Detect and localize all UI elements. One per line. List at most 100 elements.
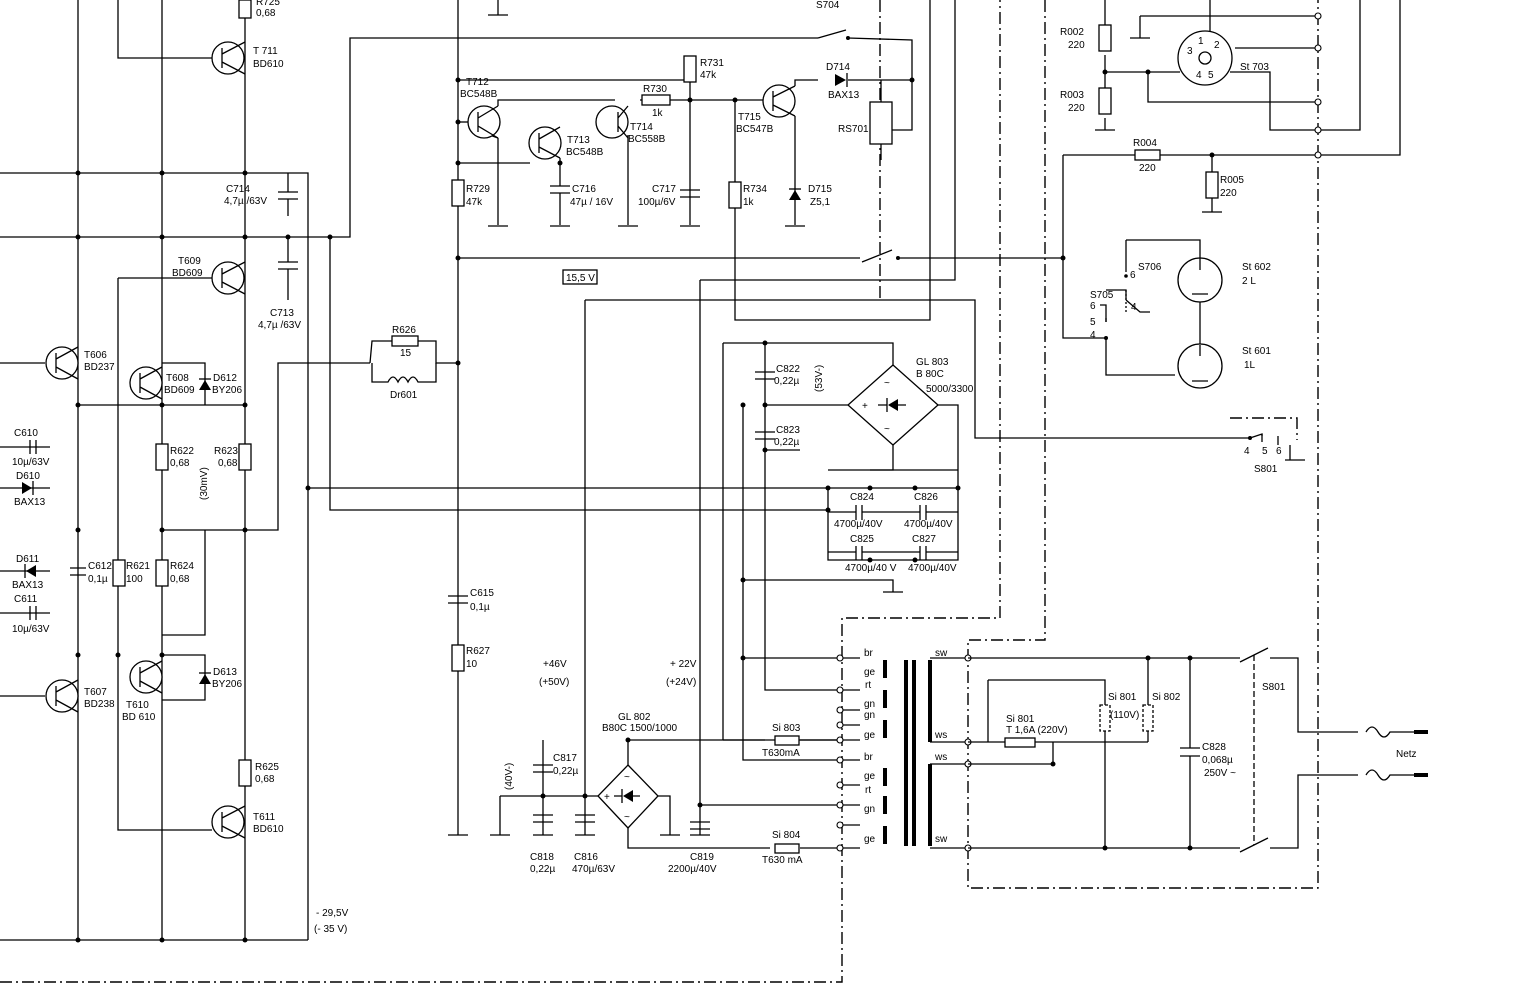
svg-text:C817: C817 [553,753,577,764]
svg-text:0,22µ: 0,22µ [553,766,578,777]
resistor-r002: R002 220 [1060,24,1112,52]
capacitor-c825: C825 4700µ/40 V [845,534,897,574]
capacitor-c713: C713 4,7µ /63V [258,237,301,331]
svg-text:47µ / 16V: 47µ / 16V [570,197,613,208]
svg-text:6: 6 [1130,270,1136,281]
svg-text:220: 220 [1220,188,1237,199]
svg-text:R729: R729 [466,184,490,195]
svg-text:100µ/6V: 100µ/6V [638,197,676,208]
svg-text:5: 5 [1262,446,1268,457]
resistor-r004: R004 220 [1133,138,1161,174]
switch-s801-small: 4 5 6 S801 [1244,433,1305,475]
svg-text:St 602: St 602 [1242,262,1271,273]
svg-text:BD610: BD610 [253,59,284,70]
svg-text:ge: ge [864,834,876,845]
svg-text:R626: R626 [392,325,416,336]
svg-text:0,68: 0,68 [218,458,238,469]
diode-d612: D612 BY206 [199,373,242,396]
resistor-r734: R734 1k [728,181,767,209]
svg-text:C816: C816 [574,852,598,863]
mains-label: Netz [1396,749,1417,760]
svg-text:~: ~ [884,424,890,435]
svg-text:10µ/63V: 10µ/63V [12,457,50,468]
svg-text:T630 mA: T630 mA [762,855,803,866]
svg-text:gn: gn [864,699,875,710]
svg-text:D611: D611 [16,554,40,565]
svg-text:(+24V): (+24V) [666,677,696,688]
svg-text:Netz: Netz [1396,749,1417,760]
svg-text:4,7µ /63V: 4,7µ /63V [258,320,301,331]
svg-text:RS701: RS701 [838,124,869,135]
svg-text:T608: T608 [166,373,189,384]
relay-rs701: RS701 [838,80,893,160]
switch-s704: S704 [816,0,850,40]
svg-text:(40V-): (40V-) [504,763,515,790]
capacitor-c822: C822 0,22µ [755,364,800,387]
svg-text:sw: sw [935,834,948,845]
svg-text:C717: C717 [652,184,676,195]
svg-text:(- 35 V): (- 35 V) [314,924,347,935]
svg-text:C615: C615 [470,588,494,599]
svg-text:D714: D714 [826,62,850,73]
svg-text:T610: T610 [126,700,149,711]
capacitor-c714: C714 4,7µ /63V [224,173,298,216]
resistor-r626: R626 15 [369,325,458,364]
resistor-r731: R731 47k [683,55,724,83]
svg-text:220: 220 [1139,163,1156,174]
svg-text:D613: D613 [213,667,237,678]
svg-text:4: 4 [1090,330,1096,341]
svg-text:+: + [862,401,868,412]
svg-text:47k: 47k [700,70,717,81]
resistor-r624: R624 0,68 [155,559,194,587]
svg-text:ge: ge [864,771,876,782]
junction-dots-protection [455,77,915,366]
svg-text:6: 6 [1276,446,1282,457]
svg-text:+: + [604,792,610,803]
svg-text:+46V: +46V [543,659,567,670]
fuse-si804: Si 804 T630 mA [762,830,803,866]
svg-text:Z5,1: Z5,1 [810,197,830,208]
svg-text:BD609: BD609 [172,268,203,279]
svg-text:T715: T715 [738,112,761,123]
svg-text:BD610: BD610 [253,824,284,835]
svg-text:BAX13: BAX13 [12,580,44,591]
capacitor-c818: C818 0,22µ [530,814,555,875]
socket-st601: St 601 1L [1177,343,1271,389]
svg-text:4700µ/40V: 4700µ/40V [908,563,957,574]
resistor-r730: R730 1k [641,84,671,119]
capacitor-c612: C612 0,1µ [70,561,112,585]
diode-d715: D715 Z5,1 [789,184,832,208]
svg-text:470µ/63V: 470µ/63V [572,864,615,875]
svg-text:R624: R624 [170,561,194,572]
transistor-t609: T609 BD609 [172,256,246,295]
svg-text:C713: C713 [270,308,294,319]
svg-text:C824: C824 [850,492,874,503]
transformer-terminals [836,654,844,852]
bridge-gl802: + ~ ~ GL 802 B80C 1500/1000 [597,712,678,829]
svg-text:B80C 1500/1000: B80C 1500/1000 [602,723,678,734]
svg-text:D612: D612 [213,373,237,384]
capacitor-c823: C823 0,22µ [755,425,800,448]
svg-text:2200µ/40V: 2200µ/40V [668,864,717,875]
svg-text:15,5 V: 15,5 V [566,273,595,284]
svg-text:BC548B: BC548B [460,89,498,100]
resistor-r621: R621 100 [112,559,150,587]
resistor-r003: R003 220 [1060,87,1112,115]
svg-text:C828: C828 [1202,742,1226,753]
svg-text:B 80C: B 80C [916,369,944,380]
svg-text:BD 610: BD 610 [122,712,156,723]
fuse-si801-mid: Si 801 T 1,6A (220V) [1004,714,1068,748]
svg-text:BD609: BD609 [164,385,195,396]
svg-text:Si 801: Si 801 [1006,714,1035,725]
transistor-t715: T715 BC547B [736,84,796,135]
transformer: br ge rt gn gn ge br ge rt gn ge sw ws w… [836,648,972,852]
svg-text:BAX13: BAX13 [828,90,860,101]
mains-wiring [968,657,1428,849]
svg-text:BY206: BY206 [212,385,242,396]
svg-text:2 L: 2 L [1242,276,1256,287]
socket-st602: St 602 2 L [1177,257,1271,303]
junction-dots-left [75,170,333,943]
diode-d714: D714 BAX13 [826,62,860,101]
svg-text:10µ/63V: 10µ/63V [12,624,50,635]
